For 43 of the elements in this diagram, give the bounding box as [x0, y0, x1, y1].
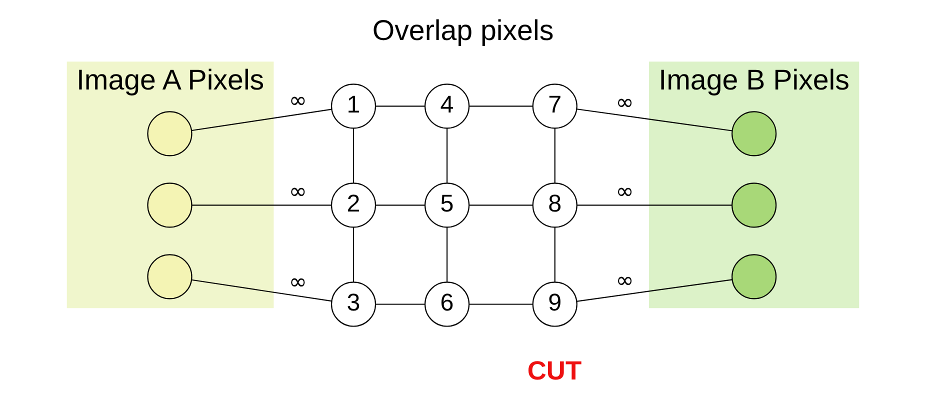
connector	[554, 128, 555, 184]
edge-label: ∞	[288, 270, 307, 295]
edge-label: ∞	[288, 180, 307, 205]
edge-label: ∞	[288, 88, 307, 114]
node-circle: 1	[330, 84, 376, 129]
node-circle	[146, 111, 192, 156]
node-circle	[731, 182, 776, 228]
diagram-title: Overlap pixels	[372, 14, 554, 47]
node-circle: 6	[424, 282, 470, 327]
node-circle	[731, 111, 776, 156]
node-circle: 2	[330, 182, 376, 228]
edge-label: ∞	[615, 90, 634, 116]
edge-label: ∞	[615, 268, 634, 294]
connector	[191, 108, 332, 132]
node-circle: 7	[532, 84, 577, 129]
connector	[352, 128, 354, 184]
node-circle: 4	[424, 84, 470, 129]
node-circle	[146, 182, 192, 228]
connector	[446, 227, 448, 282]
connector	[375, 106, 424, 107]
connector	[469, 304, 532, 305]
node-circle	[146, 254, 192, 300]
connector	[191, 279, 332, 302]
connector	[469, 204, 532, 206]
node-circle: 5	[424, 182, 470, 228]
connector	[576, 279, 732, 302]
node-circle: 3	[330, 282, 376, 327]
node-circle	[731, 254, 776, 300]
connector	[446, 128, 448, 184]
node-circle: 9	[532, 282, 577, 327]
connector	[576, 108, 732, 132]
cluster: Image B Pixels	[648, 62, 859, 308]
connector	[469, 106, 532, 107]
cluster: Image A Pixels	[66, 62, 274, 308]
edge-label: ∞	[615, 180, 634, 205]
connector	[375, 304, 424, 305]
connector	[576, 204, 732, 206]
connector	[192, 204, 331, 206]
node-circle: 8	[532, 182, 577, 228]
connector	[352, 227, 354, 282]
connector	[554, 227, 555, 282]
connector	[375, 204, 424, 206]
label: CUT	[526, 355, 582, 386]
